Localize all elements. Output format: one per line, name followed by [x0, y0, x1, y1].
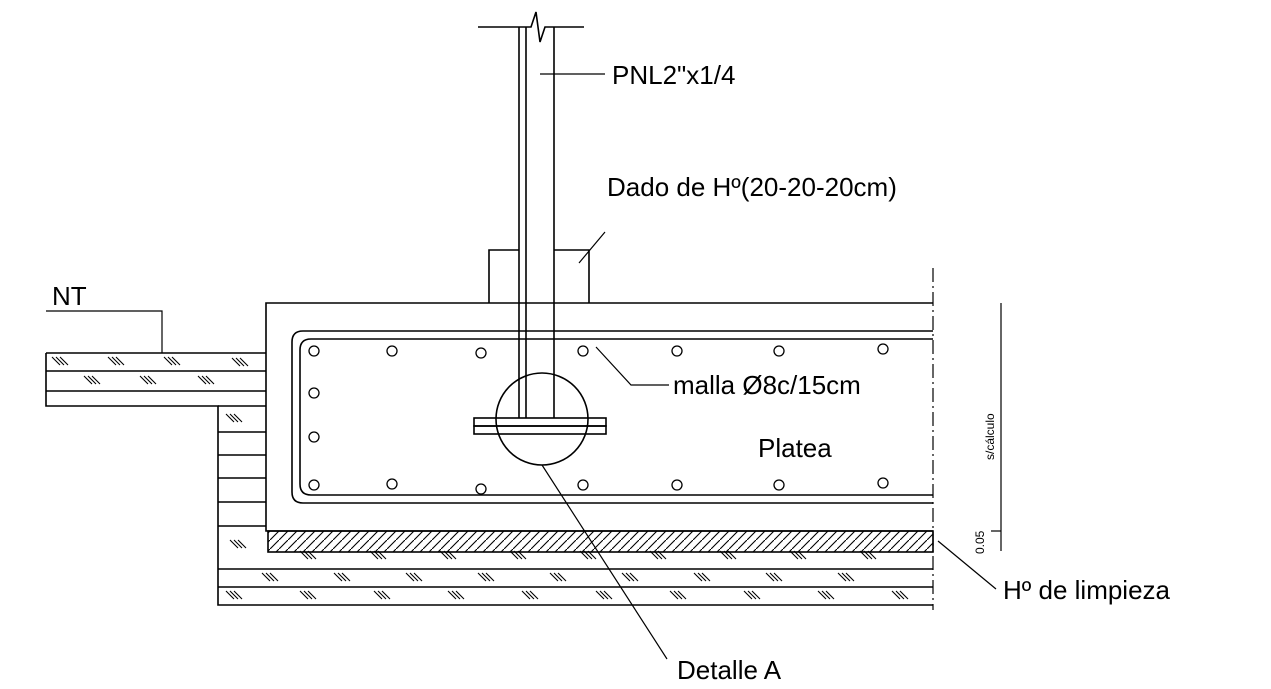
slab	[265, 302, 933, 532]
rebar-circles	[308, 343, 889, 495]
lean-concrete-label: Hº de limpieza	[1003, 575, 1171, 605]
mesh-label: malla Ø8c/15cm	[673, 370, 861, 400]
lean-concrete-layer	[267, 530, 934, 553]
steel-profile	[473, 11, 607, 435]
profile-label: PNL2"x1/4	[612, 60, 735, 90]
lean-dimension-label: 0.05	[973, 530, 987, 554]
dimension-lines	[991, 303, 1002, 551]
pedestal-label: Dado de Hº(20-20-20cm)	[607, 172, 897, 202]
slab-label: Platea	[758, 433, 832, 463]
ground-level-label: NT	[52, 281, 87, 311]
soil-fill	[45, 352, 933, 606]
detail-label: Detalle A	[677, 655, 782, 685]
leader-lines	[46, 73, 997, 660]
detail-a-circle	[495, 372, 589, 466]
thickness-dimension-label: s/cálculo	[983, 413, 997, 460]
concrete-pedestal	[488, 249, 590, 303]
reinforcement-mesh	[291, 330, 933, 504]
